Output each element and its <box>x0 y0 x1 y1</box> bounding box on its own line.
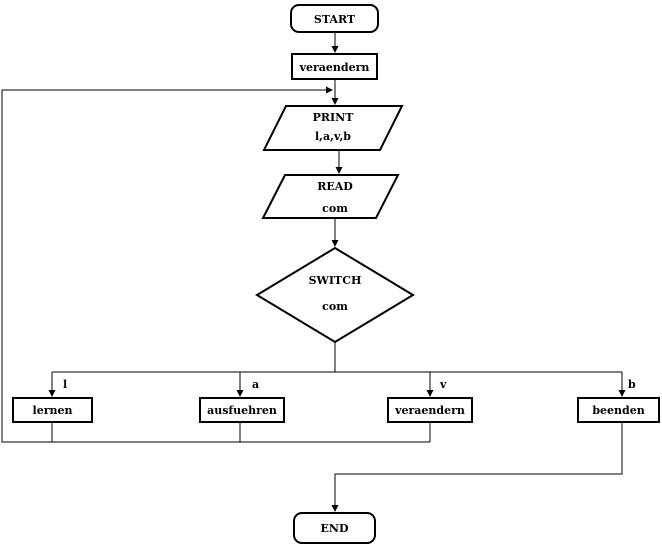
case-lernen-box <box>12 397 93 423</box>
end-label: END <box>321 522 349 535</box>
case-ausfuehren-box <box>199 397 285 423</box>
switch-decision-diamond <box>255 246 415 344</box>
init-node: veraendern <box>291 53 378 80</box>
case-veraendern-node: veraendern <box>387 397 473 423</box>
read-title: READ <box>317 180 353 193</box>
arrowhead <box>331 505 339 512</box>
case-beenden-node: beenden <box>577 397 660 423</box>
switch-args: com <box>322 300 348 313</box>
edge-label-l: l <box>63 378 67 391</box>
arrowhead <box>48 390 56 397</box>
arrowhead <box>335 167 343 174</box>
end-terminal <box>293 512 376 544</box>
edge-label-b: b <box>628 378 636 391</box>
print-node: PRINT l,a,v,b <box>262 105 404 151</box>
print-title: PRINT <box>313 111 355 124</box>
init-label: veraendern <box>299 61 370 74</box>
edge-label-v: v <box>439 378 447 391</box>
start-label: START <box>314 13 356 26</box>
case-ausfuehren-node: ausfuehren <box>199 397 285 423</box>
case-veraendern-label: veraendern <box>394 404 465 417</box>
case-beenden-label: beenden <box>592 404 644 417</box>
arrowhead <box>331 98 339 105</box>
arrowhead <box>331 46 339 53</box>
init-process-box <box>291 53 378 80</box>
switch-title: SWITCH <box>309 274 362 287</box>
arrowhead <box>331 240 339 247</box>
print-io-parallelogram <box>262 105 404 151</box>
case-veraendern-box <box>387 397 473 423</box>
read-args: com <box>322 202 348 215</box>
read-node: READ com <box>261 174 400 219</box>
arrowhead <box>236 390 244 397</box>
case-beenden-box <box>577 397 660 423</box>
arrowhead <box>426 390 434 397</box>
switch-node: SWITCH com <box>255 246 415 344</box>
arrowhead <box>326 86 333 94</box>
loop-back-line <box>1 89 430 443</box>
print-args: l,a,v,b <box>315 130 351 143</box>
read-io-parallelogram <box>261 174 400 219</box>
case-lernen-label: lernen <box>33 404 73 417</box>
arrowhead <box>618 390 626 397</box>
start-node: START <box>290 4 379 33</box>
edge-label-a: a <box>252 378 259 391</box>
case-ausfuehren-label: ausfuehren <box>207 404 277 417</box>
case-lernen-node: lernen <box>12 397 93 423</box>
end-node: END <box>293 512 376 544</box>
edge-beenden-end <box>334 422 623 505</box>
